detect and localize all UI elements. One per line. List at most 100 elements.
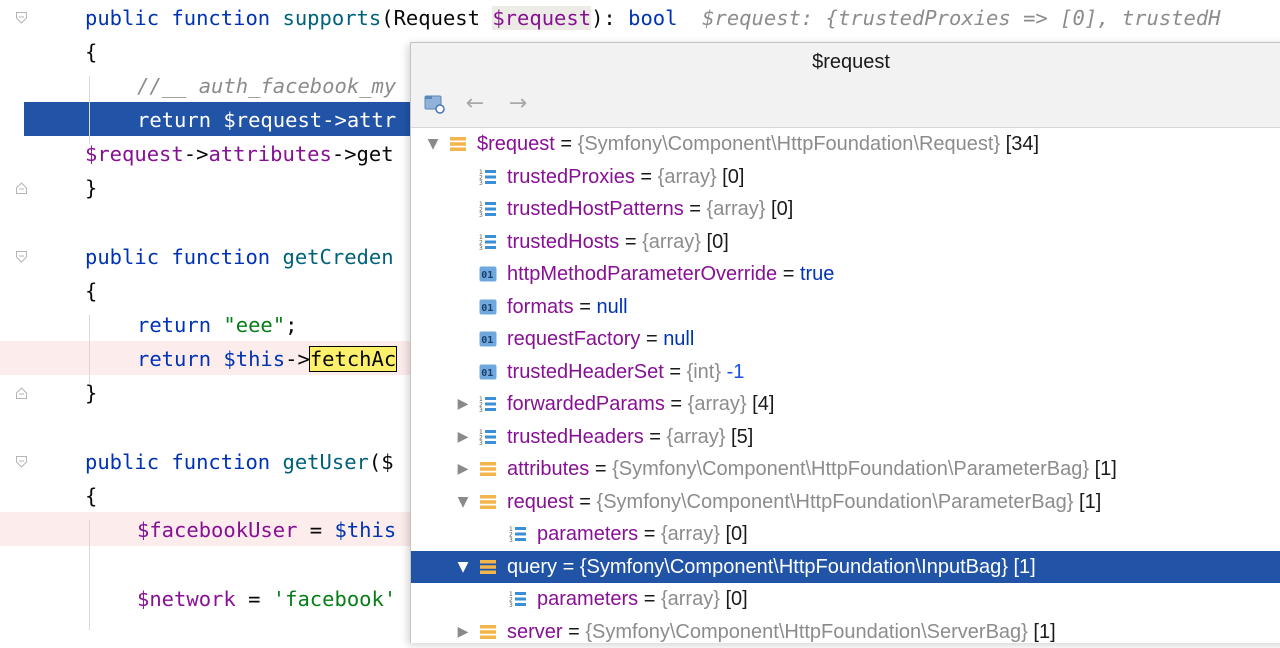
tree-row-formats[interactable]: 01 formats = null: [411, 291, 1280, 323]
back-arrow-icon[interactable]: ←: [465, 91, 485, 116]
tree-row-label: trustedHeaderSet = {int} -1: [507, 356, 744, 388]
variable-value: [0]: [765, 198, 794, 220]
code-line[interactable]: //__ auth_facebook_my: [0, 68, 1280, 102]
svg-text:1: 1: [479, 201, 483, 208]
code-line[interactable]: public function getCreden: [0, 239, 1280, 273]
fold-close-icon[interactable]: [16, 182, 27, 194]
tree-row-label: trustedProxies = {array} [0]: [507, 161, 744, 193]
variable-value: null: [596, 296, 628, 318]
tree-row-request[interactable]: ▼$request = {Symfony\Component\HttpFound…: [411, 128, 1280, 160]
code-line[interactable]: public function supports(Request $reques…: [0, 0, 1280, 34]
variable-inspector-popup[interactable]: $request ← → ▼$request = {Symfony\Compon…: [410, 42, 1280, 643]
tree-row-label: parameters = {array} [0]: [537, 583, 748, 615]
fold-open-icon[interactable]: [16, 456, 27, 468]
code-line[interactable]: }: [0, 375, 1280, 409]
tree-row-label: formats = null: [507, 291, 628, 323]
svg-text:1: 1: [479, 234, 483, 241]
code-token: function: [171, 450, 271, 474]
svg-text:3: 3: [479, 407, 483, 413]
svg-text:3: 3: [479, 212, 483, 218]
expand-down-icon[interactable]: ▼: [457, 494, 469, 510]
forward-arrow-icon[interactable]: →: [508, 91, 528, 116]
svg-text:3: 3: [509, 537, 513, 543]
equals-sign: =: [643, 426, 667, 448]
tree-row-server[interactable]: ▶server = {Symfony\Component\HttpFoundat…: [411, 616, 1280, 648]
code-token: function: [171, 245, 271, 269]
code-token: ->get: [331, 142, 394, 166]
object-icon: [479, 623, 497, 641]
code-text: //__ auth_facebook_my: [137, 76, 396, 97]
expand-right-icon[interactable]: ▶: [457, 624, 469, 640]
code-token: }: [85, 176, 98, 200]
code-line[interactable]: {: [0, 478, 1280, 512]
expand-right-icon[interactable]: ▶: [457, 461, 469, 477]
tree-row-query[interactable]: ▼query = {Symfony\Component\HttpFoundati…: [411, 551, 1280, 583]
variable-value: [1]: [1027, 621, 1056, 643]
code-line[interactable]: $request->attributes->get: [0, 136, 1280, 170]
code-line[interactable]: {: [0, 34, 1280, 68]
svg-text:1: 1: [479, 429, 483, 436]
fold-open-icon[interactable]: [16, 12, 27, 24]
code-line[interactable]: {: [0, 273, 1280, 307]
svg-text:2: 2: [479, 402, 483, 409]
svg-text:01: 01: [481, 303, 493, 314]
code-line[interactable]: }: [0, 170, 1280, 204]
tree-row-request[interactable]: ▼request = {Symfony\Component\HttpFounda…: [411, 486, 1280, 518]
popup-toolbar: ← →: [411, 81, 1280, 128]
code-token: [678, 6, 703, 30]
code-line[interactable]: return "eee";: [0, 307, 1280, 341]
variable-name: request: [507, 491, 574, 513]
object-icon: [479, 460, 497, 478]
primitive-icon: 01: [479, 298, 497, 316]
code-line[interactable]: $network = 'facebook': [0, 581, 1280, 615]
code-token: return: [137, 313, 212, 337]
svg-text:01: 01: [481, 368, 493, 379]
tree-row-trustedHeaderSet[interactable]: 01 trustedHeaderSet = {int} -1: [411, 356, 1280, 388]
indent-guide: [89, 315, 90, 383]
variable-name: trustedHostPatterns: [507, 198, 684, 220]
expand-down-icon[interactable]: ▼: [427, 136, 439, 152]
code-token: (Request: [381, 6, 493, 30]
fold-open-icon[interactable]: [16, 251, 27, 263]
svg-text:1: 1: [479, 169, 483, 176]
svg-text:2: 2: [509, 597, 513, 604]
variable-value: null: [663, 328, 695, 350]
equals-sign: =: [638, 523, 661, 545]
tree-row-label: attributes = {Symfony\Component\HttpFoun…: [507, 453, 1117, 485]
object-icon: [479, 558, 497, 576]
variable-name: trustedHeaderSet: [507, 361, 664, 383]
variable-type: {Symfony\Component\HttpFoundation\Reques…: [577, 133, 1001, 155]
expand-right-icon[interactable]: ▶: [457, 396, 469, 412]
equals-sign: =: [573, 491, 597, 513]
svg-text:3: 3: [509, 602, 513, 608]
execution-point-line[interactable]: return $request->attr: [24, 102, 410, 136]
svg-text:2: 2: [509, 532, 513, 539]
expand-right-icon[interactable]: ▶: [457, 429, 469, 445]
navigate-to-source-icon[interactable]: [421, 91, 449, 119]
expand-down-icon[interactable]: ▼: [457, 559, 469, 575]
tree-row-attributes[interactable]: ▶ attributes = {Symfony\Component\HttpFou…: [411, 453, 1280, 485]
equals-sign: =: [589, 458, 613, 480]
indent-guide: [89, 76, 90, 144]
fold-close-icon[interactable]: [16, 387, 27, 399]
code-text: $request->attributes->get: [85, 142, 394, 166]
code-token: ;: [285, 313, 298, 337]
equals-sign: =: [638, 588, 661, 610]
equals-sign: =: [664, 393, 688, 415]
code-token: $request: [492, 6, 592, 30]
equals-sign: =: [619, 231, 643, 253]
tree-row-label: trustedHeaders = {array} [5]: [507, 421, 753, 453]
code-line[interactable]: public function getUser($: [0, 444, 1280, 478]
